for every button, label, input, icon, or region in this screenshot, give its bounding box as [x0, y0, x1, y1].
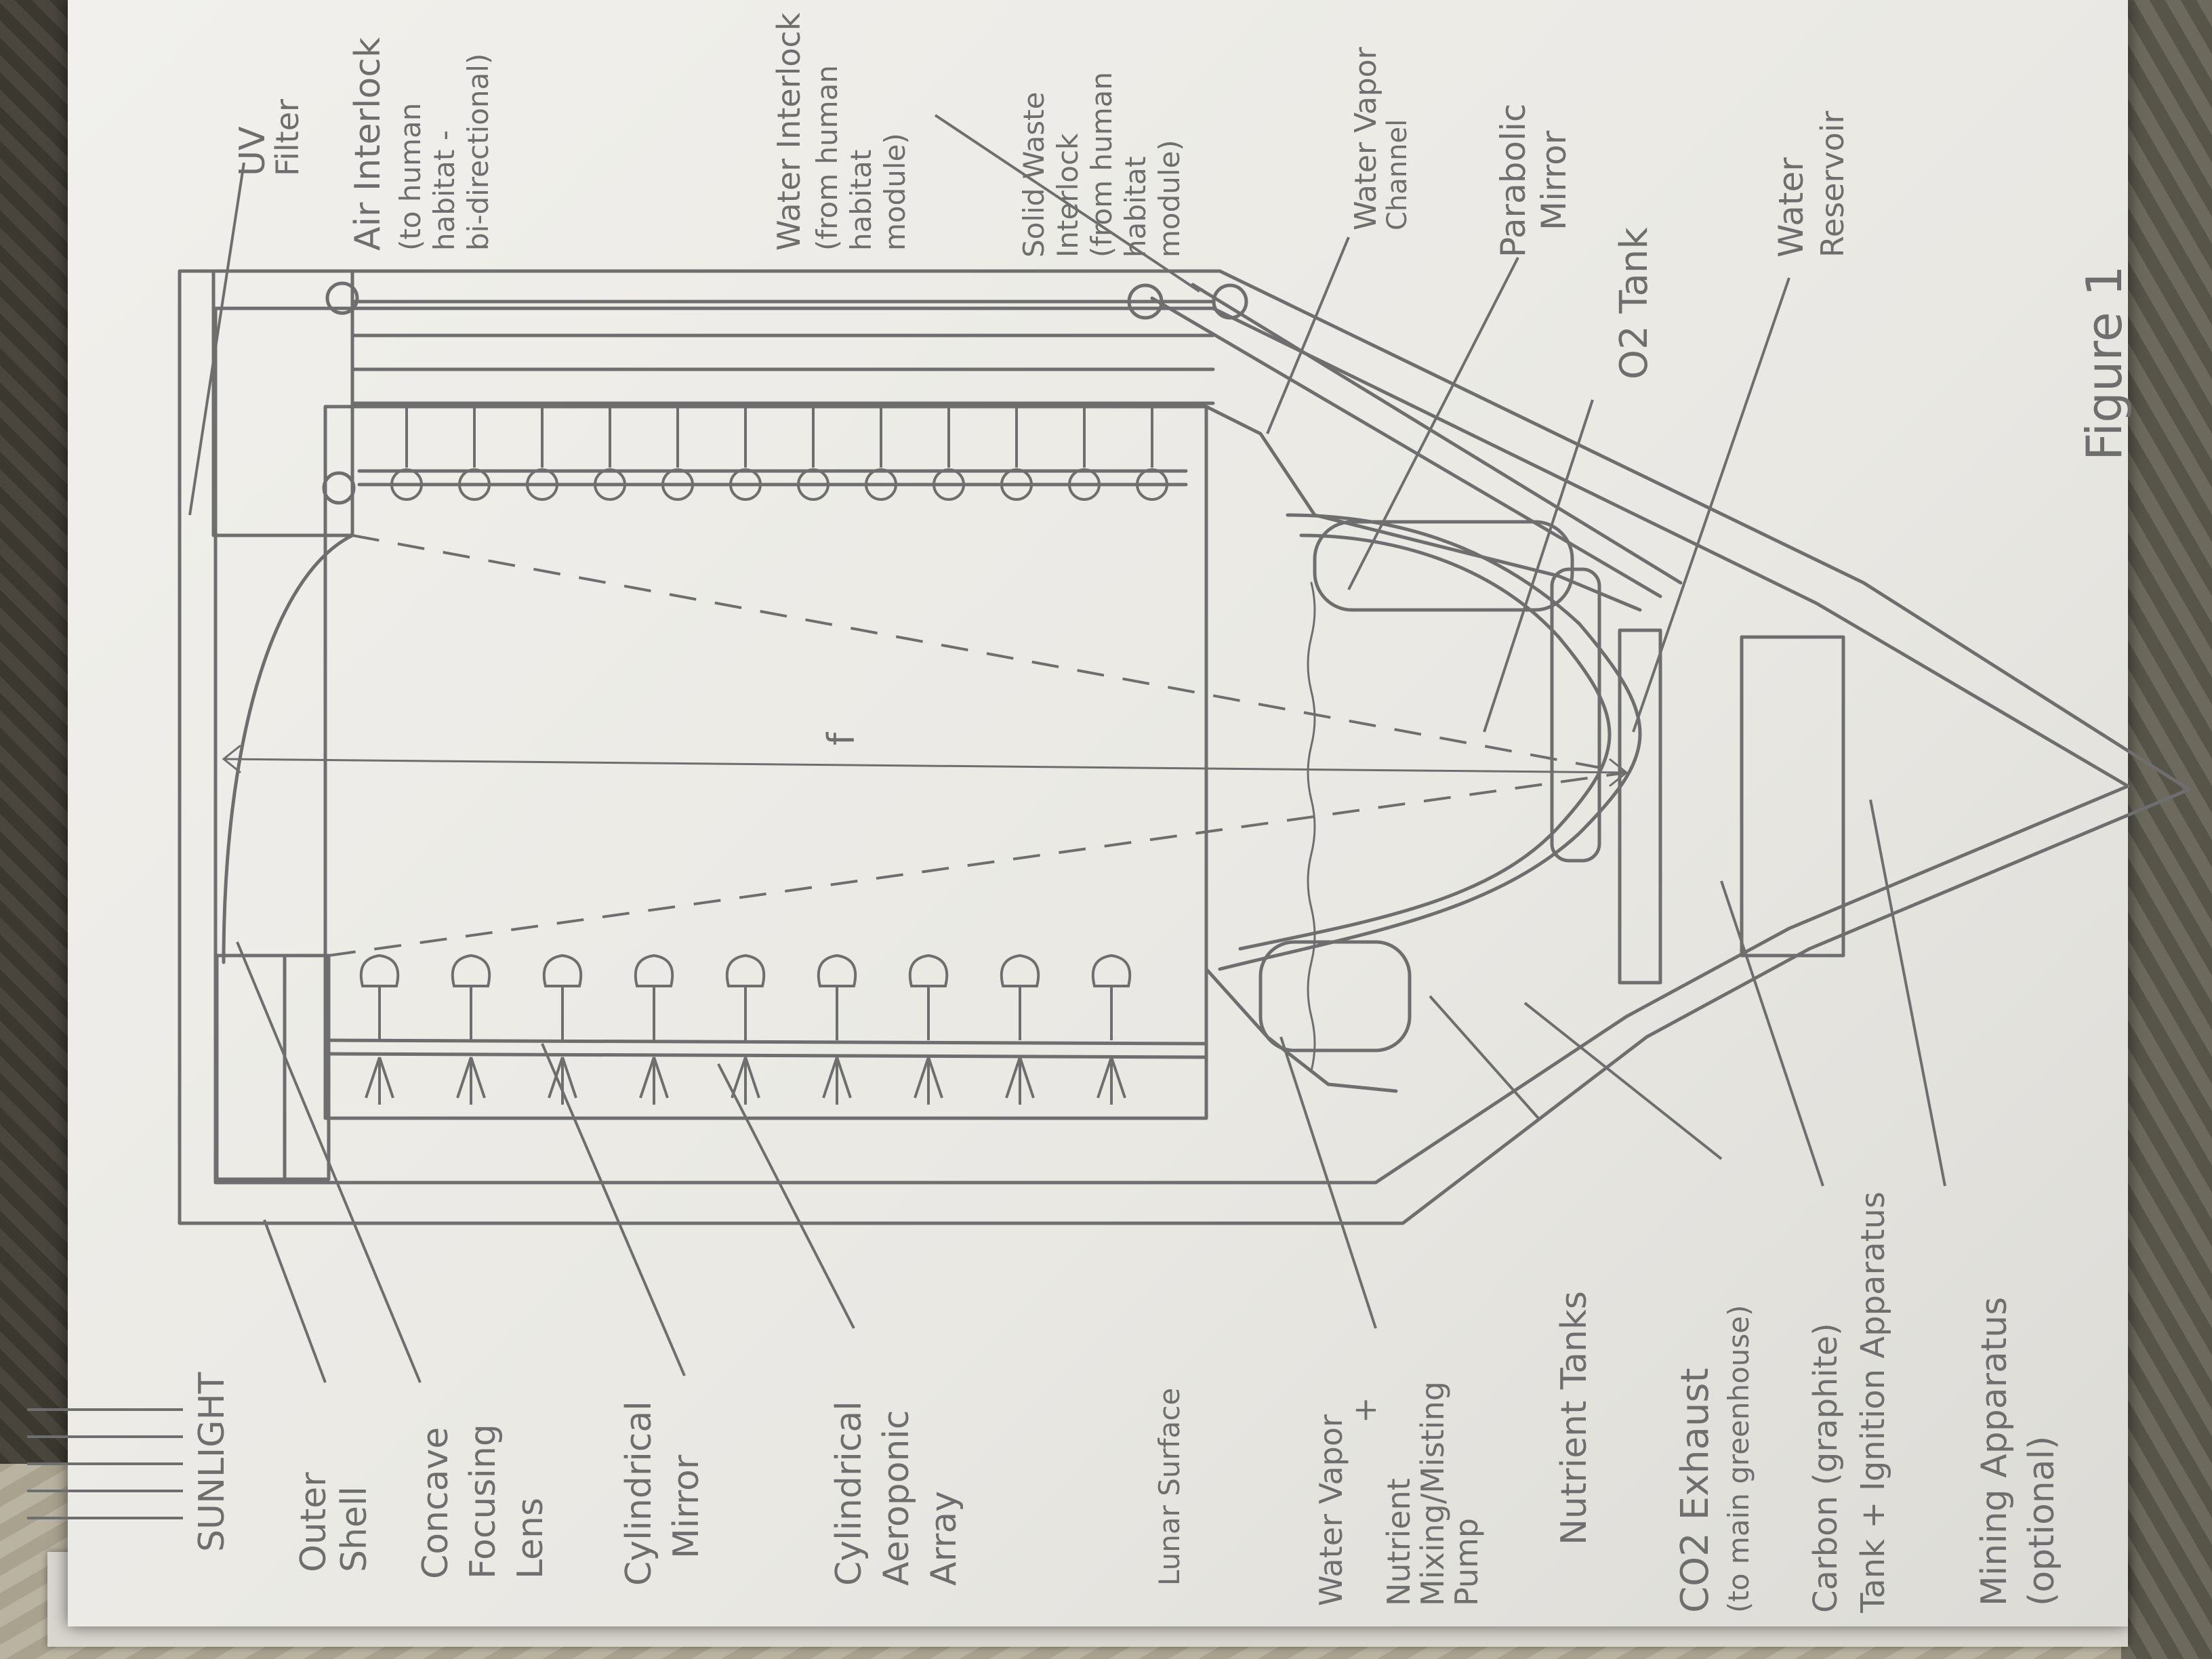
nutrient-tank-lower	[1261, 942, 1410, 1050]
label-o2-tank: O2 Tank	[1612, 227, 1656, 380]
label-water-interlock-3: habitat	[844, 150, 878, 251]
leader-vapor-channel	[1267, 237, 1349, 434]
vapor-channel-upper	[1206, 407, 1640, 610]
diagram-linework	[180, 271, 2189, 1223]
label-lens-2: Focusing	[463, 1424, 504, 1579]
plant-sprout	[636, 956, 672, 1105]
label-cyl-mirror-1: Cylindrical	[619, 1401, 659, 1586]
lower-aeroponic-pipe-2	[329, 1054, 1206, 1057]
label-solid-waste-1: Solid Waste	[1017, 92, 1050, 258]
label-vapor-channel-2: Channel	[1382, 119, 1413, 230]
label-lunar-surface: Lunar Surface	[1153, 1388, 1186, 1586]
leader-water-reservoir	[1633, 278, 1789, 732]
light-ray-lower	[329, 773, 1626, 956]
label-uv-1: UV	[232, 126, 273, 176]
label-water-interlock-2: (from human	[811, 65, 844, 251]
focal-line	[224, 759, 1626, 773]
water-surface	[1308, 583, 1315, 1071]
label-sunlight: SUNLIGHT	[192, 1372, 232, 1552]
label-lens-1: Concave	[415, 1427, 456, 1579]
label-outer-shell-1: Outer	[293, 1472, 334, 1572]
label-water-interlock-1: Water Interlock	[771, 12, 807, 251]
label-water-interlock-4: module)	[878, 133, 912, 251]
label-figure: Figure 1	[2076, 265, 2133, 461]
focal-length-arrow	[224, 745, 1626, 786]
label-nutrient-tanks: Nutrient Tanks	[1554, 1291, 1595, 1545]
label-carbon-2: Tank + Ignition Apparatus	[1854, 1191, 1892, 1614]
leader-co2	[1525, 1003, 1721, 1159]
plant-sprout	[1002, 956, 1038, 1105]
label-focal: f	[820, 731, 863, 745]
label-water-reservoir-2: Reservoir	[1814, 110, 1851, 258]
lower-aeroponic-pipe	[329, 1040, 1206, 1044]
label-aeroponic-2: Aeroponic	[876, 1410, 917, 1586]
label-parabolic-2: Mirror	[1534, 130, 1574, 230]
label-group: SUNLIGHT Outer Shell Concave Focusing Le…	[192, 12, 2133, 1614]
label-air-1: Air Interlock	[348, 37, 388, 251]
label-uv-2: Filter	[269, 99, 306, 176]
leader-lines	[190, 115, 1945, 1382]
leader-carbon	[1721, 881, 1823, 1186]
light-rays	[329, 535, 1626, 956]
label-co2-1: CO2 Exhaust	[1673, 1368, 1717, 1613]
label-solid-waste-5: module)	[1153, 140, 1186, 258]
label-co2-2: (to main greenhouse)	[1722, 1305, 1755, 1613]
sunlight-arrows	[27, 1410, 183, 1518]
light-ray-upper	[352, 535, 1626, 773]
label-solid-waste-3: (from human	[1085, 72, 1118, 258]
label-mixing-2: +	[1347, 1397, 1383, 1423]
leader-aeroponic	[718, 1064, 854, 1328]
label-mixing-5: Pump	[1448, 1518, 1485, 1606]
lower-valve-left	[324, 473, 354, 503]
parabolic-mirror-inner	[1240, 535, 1610, 949]
mining-apparatus	[1742, 637, 1843, 956]
leader-outer-shell	[264, 1220, 325, 1382]
plant-sprout	[453, 956, 489, 1105]
inner-shell-outline	[216, 308, 2128, 1183]
label-mining-2: (optional)	[2022, 1436, 2062, 1606]
leader-cyl-mirror	[542, 1044, 684, 1376]
label-solid-waste-4: habitat	[1119, 157, 1152, 258]
plant-sprout	[910, 956, 947, 1105]
lower-plant-row	[361, 956, 1130, 1105]
leader-mining	[1870, 800, 1945, 1186]
label-mixing-1: Water Vapor	[1313, 1414, 1349, 1606]
greenhouse-chamber	[325, 407, 1206, 1118]
label-air-2: (to human	[394, 103, 427, 251]
plant-sprout	[727, 956, 764, 1105]
label-mining-1: Mining Apparatus	[1974, 1297, 2015, 1606]
label-vapor-channel-1: Water Vapor	[1349, 46, 1383, 230]
carbon-tank	[1620, 630, 1660, 983]
label-mixing-3: Nutrient	[1380, 1478, 1417, 1606]
label-air-3: habitat -	[428, 130, 461, 251]
label-aeroponic-3: Array	[924, 1491, 964, 1586]
vapor-channel-lower	[1206, 969, 1396, 1091]
label-water-reservoir-1: Water	[1771, 157, 1811, 258]
plant-sprout	[819, 956, 855, 1105]
label-air-4: bi-directional)	[462, 54, 495, 251]
label-solid-waste-2: Interlock	[1051, 133, 1084, 258]
nutrient-tank-upper	[1315, 522, 1572, 610]
label-aeroponic-1: Cylindrical	[829, 1401, 869, 1586]
label-cyl-mirror-2: Mirror	[666, 1454, 707, 1559]
leader-parabolic	[1349, 258, 1518, 590]
plant-sprout	[544, 956, 581, 1105]
outer-shell-outline	[180, 271, 2189, 1223]
label-parabolic-1: Parabolic	[1494, 104, 1533, 258]
label-carbon-1: Carbon (graphite)	[1807, 1323, 1845, 1613]
plant-sprout	[361, 956, 398, 1105]
plant-sprout	[1093, 956, 1130, 1105]
label-outer-shell-2: Shell	[334, 1486, 375, 1572]
dome-curve	[224, 535, 352, 962]
o2-tank	[1552, 569, 1599, 861]
leader-nutrient-tanks	[1430, 996, 1538, 1118]
lens-housing	[217, 956, 329, 1179]
label-mixing-4: Mixing/Misting	[1414, 1381, 1451, 1606]
label-lens-3: Lens	[510, 1498, 551, 1579]
